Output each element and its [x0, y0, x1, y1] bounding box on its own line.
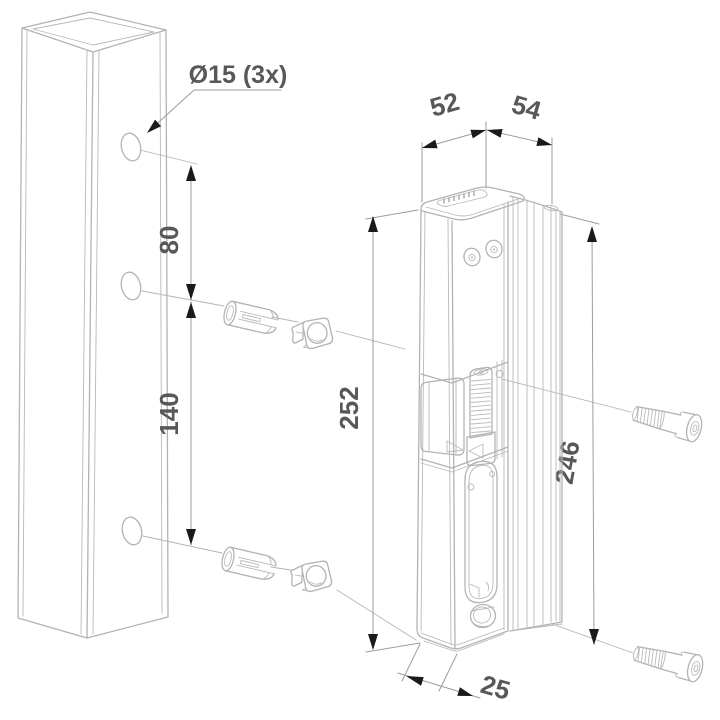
latch-keeper-block: [420, 377, 465, 456]
body-depth-label: 54: [508, 89, 545, 126]
hole-diameter-label: Ø15 (3x): [189, 61, 288, 89]
socket-screw-upper: [629, 398, 705, 444]
dimension-hole-diameter: Ø15 (3x): [147, 61, 287, 133]
dimension-body-width: 52: [421, 86, 487, 203]
socket-screw-lower: [630, 638, 706, 684]
strike-lock-body: [416, 186, 525, 652]
assembly-axis-lines: [139, 149, 634, 654]
bottom-offset-label: 25: [477, 669, 513, 706]
fixing-hole-right: [485, 239, 503, 259]
mounting-rail-profile: [509, 195, 563, 632]
post-mounting-hole-middle: [120, 271, 142, 301]
dimension-body-height: 252: [334, 209, 421, 653]
hole-spacing-lower-label: 140: [154, 392, 184, 435]
expander-plug-upper: [221, 299, 281, 337]
dimension-bottom-offset: 25: [397, 643, 514, 706]
adjustment-slot: [464, 460, 498, 604]
post-mounting-hole-bottom: [121, 516, 143, 546]
fixing-hole-left: [463, 247, 481, 267]
body-width-label: 52: [426, 86, 462, 123]
rail-height-label: 246: [549, 438, 586, 486]
hole-spacing-upper-label: 80: [154, 226, 184, 255]
bottom-fixing-hole: [469, 603, 497, 629]
dimension-body-depth: 54: [486, 89, 553, 205]
expander-plug-lower: [219, 545, 279, 583]
dimension-hole-spacing-upper: 80: [154, 165, 196, 301]
logo-plate: [436, 189, 488, 207]
dimension-rail-height: 246: [549, 213, 600, 645]
square-insert-lower: [289, 558, 334, 594]
gate-post: [17, 11, 169, 639]
ribbed-strike-column: [466, 359, 504, 467]
body-height-label: 252: [334, 386, 364, 429]
post-mounting-hole-top: [120, 132, 142, 162]
dimension-hole-spacing-lower: 140: [154, 301, 196, 546]
